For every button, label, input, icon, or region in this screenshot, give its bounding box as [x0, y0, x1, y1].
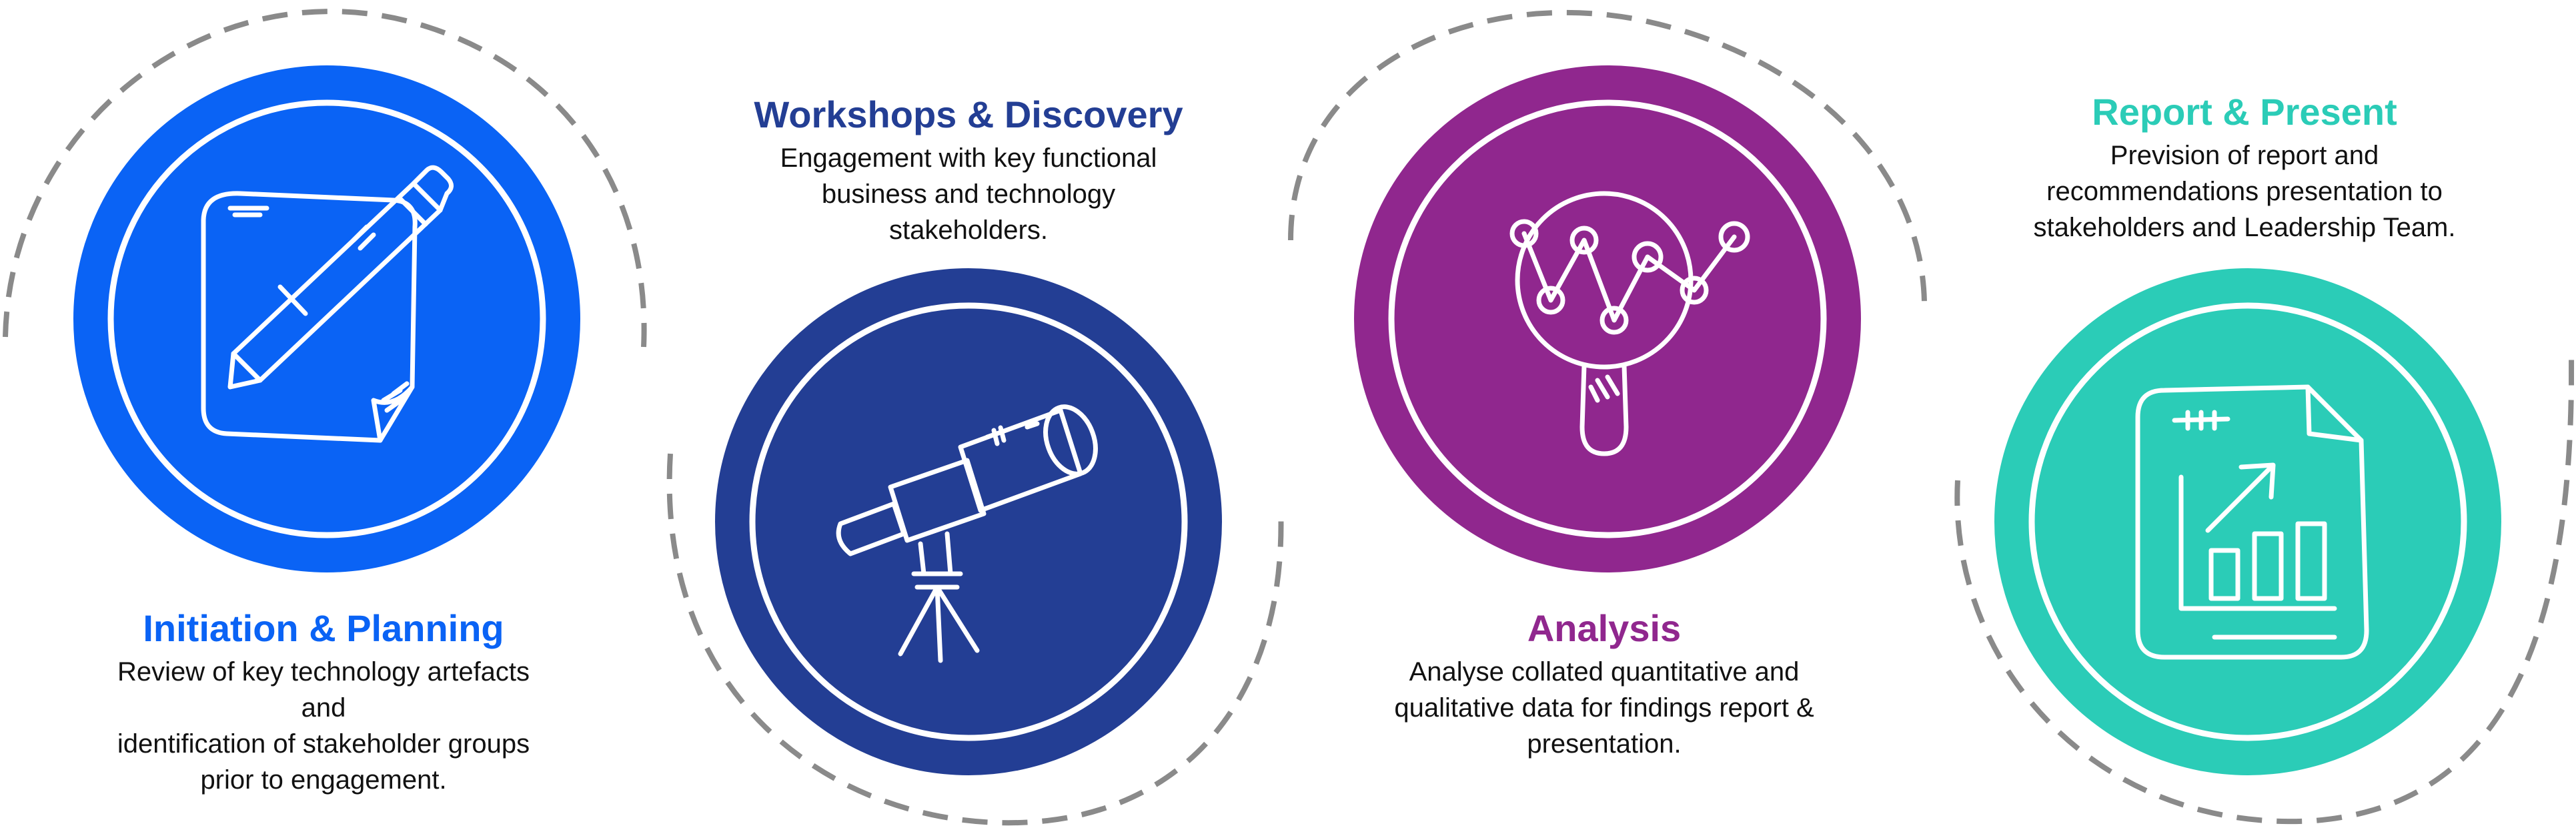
stage-initiation-planning: Initiation & Planning Review of key tech… — [37, 607, 610, 798]
stage-description-line: identification of stakeholder groups — [117, 729, 530, 759]
stage-analysis: Analysis Analyse collated quantitative a… — [1317, 607, 1891, 762]
connector-arc-4 — [1954, 353, 2575, 825]
stage-description-line: recommendations presentation to — [2046, 177, 2443, 206]
stage-description-line: business and technology — [821, 179, 1116, 209]
stage-3-circle — [1354, 65, 1861, 572]
stage-title: Analysis — [1527, 607, 1682, 649]
stage-1-circle — [73, 65, 580, 572]
stage-title: Report & Present — [2092, 91, 2397, 133]
notepad-pencil-icon — [201, 165, 454, 443]
stage-description-line: presentation. — [1527, 729, 1682, 759]
report-chart-icon — [2135, 384, 2369, 660]
stage-description-line: stakeholders and Leadership Team. — [2033, 213, 2456, 242]
stage-description-line: Analyse collated quantitative and — [1409, 657, 1800, 687]
telescope-icon — [836, 404, 1098, 663]
stage-description-line: stakeholders. — [889, 216, 1048, 245]
stage-description-line: Prevision of report and — [2110, 141, 2379, 170]
stage-description-line: Review of key technology artefacts — [117, 657, 530, 687]
stage-title: Initiation & Planning — [143, 607, 504, 649]
stage-4-circle — [1994, 268, 2501, 775]
stage-description-line: and — [301, 693, 346, 723]
connector-arc-3 — [1288, 9, 1928, 314]
stage-title: Workshops & Discovery — [754, 93, 1183, 135]
stage-description-line: qualitative data for findings report & — [1394, 693, 1814, 723]
stage-description-line: Engagement with key functional — [780, 143, 1157, 173]
connector-arc-2 — [666, 453, 1284, 826]
stage-2-circle — [715, 268, 1222, 775]
connector-arc-1 — [3, 9, 647, 348]
stage-workshops-discovery: Workshops & Discovery Engagement with ke… — [682, 93, 1255, 248]
magnifier-chart-icon — [1509, 191, 1750, 456]
dashed-connectors — [3, 9, 2575, 826]
stage-report-present: Report & Present Prevision of report and… — [1958, 91, 2531, 246]
stage-description-line: prior to engagement. — [200, 765, 447, 795]
